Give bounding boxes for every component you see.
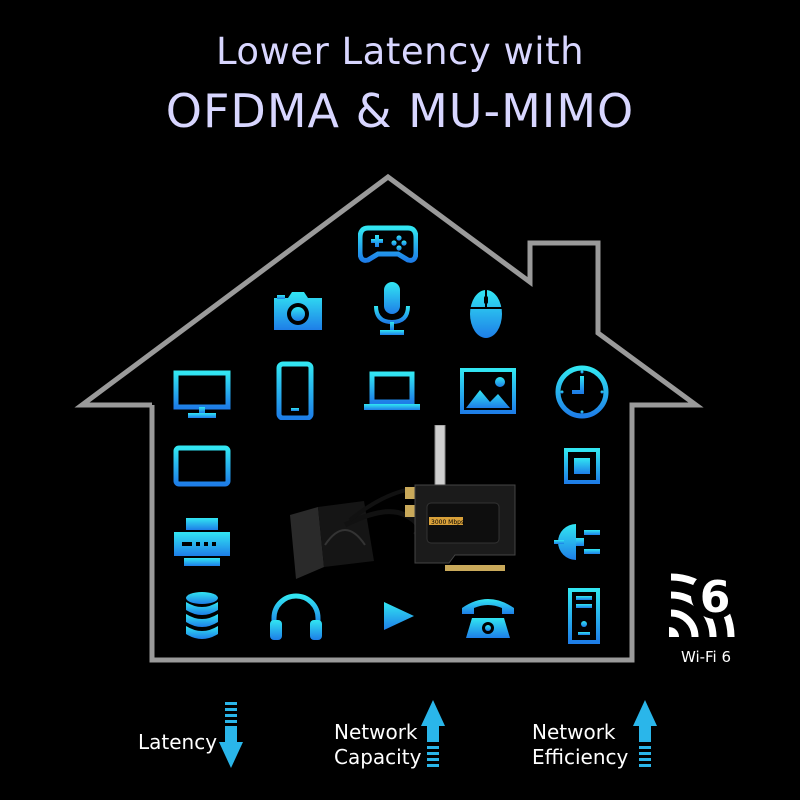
pc-tower-icon bbox=[554, 586, 614, 646]
gamepad-icon bbox=[358, 212, 418, 272]
page-title-line1: Lower Latency with bbox=[215, 30, 585, 73]
clock-icon bbox=[552, 362, 612, 422]
monitor-icon bbox=[172, 363, 232, 423]
headphones-icon bbox=[266, 586, 326, 646]
chip-icon bbox=[552, 436, 612, 496]
card-speed-label: 3000 Mbps bbox=[431, 519, 464, 526]
laptop-icon bbox=[362, 360, 422, 420]
telephone-icon bbox=[458, 586, 518, 646]
database-icon bbox=[172, 586, 232, 646]
wifi6-label: Wi-Fi 6 bbox=[680, 648, 732, 666]
capacity-up-arrow-icon bbox=[421, 700, 445, 767]
efficiency-up-arrow-icon bbox=[633, 700, 657, 767]
microphone-icon bbox=[362, 278, 422, 338]
printer-icon bbox=[172, 512, 232, 572]
wifi6-number: 6 bbox=[700, 572, 731, 623]
wifi6-logo-icon: 6 bbox=[669, 571, 739, 638]
plug-icon bbox=[552, 512, 612, 572]
latency-down-arrow-icon bbox=[219, 702, 243, 768]
page-title-line2: OFDMA & MU-MIMO bbox=[165, 84, 635, 138]
metric-capacity-label: Network Capacity bbox=[334, 720, 422, 769]
mouse-icon bbox=[456, 282, 516, 342]
tablet-icon bbox=[172, 436, 232, 496]
picture-icon bbox=[458, 360, 518, 420]
camera-icon bbox=[268, 282, 328, 342]
play-icon bbox=[368, 586, 428, 646]
metric-efficiency-label: Network Efficiency bbox=[532, 720, 629, 769]
wifi-card-image: 3000 Mbps bbox=[290, 425, 516, 579]
metric-latency-label: Latency bbox=[138, 730, 218, 754]
phone-icon bbox=[265, 360, 325, 420]
